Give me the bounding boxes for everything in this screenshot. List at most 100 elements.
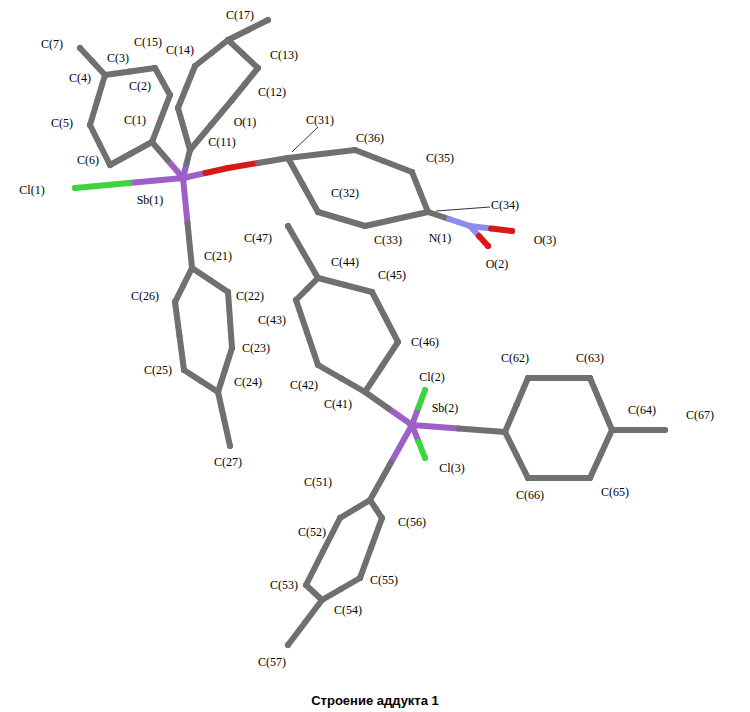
atom xyxy=(265,17,271,23)
bond xyxy=(528,475,559,481)
atom-label: C(26) xyxy=(130,290,160,302)
atom xyxy=(662,427,668,433)
atom-label: O(2) xyxy=(485,258,510,270)
atom-label: C(14) xyxy=(165,44,195,56)
atom-label: C(55) xyxy=(369,574,399,586)
bond xyxy=(218,370,225,392)
atom xyxy=(362,223,368,229)
bond xyxy=(248,20,268,30)
atom xyxy=(149,139,155,145)
bond xyxy=(559,475,590,481)
atom-label: C(15) xyxy=(133,36,163,48)
atom xyxy=(369,289,375,295)
atom-label: C(4) xyxy=(68,72,92,84)
atom xyxy=(87,122,93,128)
bond xyxy=(228,30,248,40)
atom xyxy=(167,92,173,98)
atom-label: C(56) xyxy=(397,516,427,528)
atom xyxy=(395,339,401,345)
bond xyxy=(210,280,228,292)
atom xyxy=(225,37,231,43)
atom xyxy=(102,72,108,78)
atom-label: C(33) xyxy=(373,234,403,246)
bond xyxy=(129,178,183,183)
bond xyxy=(288,226,303,252)
atom-label: C(25) xyxy=(143,364,173,376)
bond xyxy=(470,226,491,229)
atom-label: C(34) xyxy=(490,199,520,211)
atom xyxy=(315,209,321,215)
bond xyxy=(322,150,356,154)
atom-label: C(2) xyxy=(128,80,152,92)
atom xyxy=(352,147,358,153)
bond xyxy=(397,212,429,219)
bond xyxy=(412,172,420,192)
atom-label: C(45) xyxy=(377,269,407,281)
atom xyxy=(215,389,221,395)
bond xyxy=(517,378,529,405)
atom-label: C(47) xyxy=(243,232,273,244)
bond xyxy=(296,300,307,333)
atom-label: Cl(3) xyxy=(438,462,465,474)
atom-label: C(63) xyxy=(575,352,605,364)
atom xyxy=(172,299,178,305)
bond xyxy=(245,68,258,84)
atom xyxy=(225,165,231,171)
bond xyxy=(384,161,413,172)
atom-label: C(7) xyxy=(40,38,64,50)
bond xyxy=(365,367,382,392)
atom xyxy=(152,65,158,71)
bond xyxy=(90,100,98,125)
atom-label: C(46) xyxy=(410,336,440,348)
bond xyxy=(385,317,398,342)
atom-label: Sb(2) xyxy=(431,402,460,414)
atom xyxy=(319,597,325,603)
bond xyxy=(528,375,559,381)
atom xyxy=(587,475,593,481)
atom xyxy=(229,97,235,103)
atom-label: C(35) xyxy=(425,152,455,164)
atom xyxy=(179,174,188,183)
bond xyxy=(559,375,590,381)
atom xyxy=(525,375,531,381)
atom-label: C(31) xyxy=(305,114,335,126)
bond xyxy=(228,163,258,168)
atom xyxy=(422,455,428,461)
atom-label: O(3) xyxy=(533,234,558,246)
bond xyxy=(372,292,385,317)
atom-label: C(65) xyxy=(600,486,630,498)
atom xyxy=(525,475,531,481)
atom-label: C(6) xyxy=(76,154,100,166)
atom xyxy=(502,429,508,435)
atom-label: C(3) xyxy=(106,52,130,64)
bond xyxy=(152,142,168,160)
atom xyxy=(315,362,321,368)
bond xyxy=(601,404,612,430)
bond xyxy=(175,302,180,336)
atom-label: C(12) xyxy=(257,86,287,98)
bond xyxy=(491,229,512,232)
bond xyxy=(639,427,666,433)
atom-label: Cl(1) xyxy=(18,184,45,196)
atom xyxy=(609,427,615,433)
atom xyxy=(303,582,309,588)
bond xyxy=(459,429,506,433)
atom-label: C(5) xyxy=(50,117,74,129)
bond xyxy=(187,66,196,87)
atom-label: C(41) xyxy=(323,398,353,410)
bond xyxy=(322,589,341,600)
atom-label: C(53) xyxy=(269,579,299,591)
bond xyxy=(412,425,459,429)
bond xyxy=(192,268,210,280)
atom-label: C(17) xyxy=(225,9,255,21)
atom xyxy=(229,345,235,351)
bond xyxy=(98,75,106,100)
atom xyxy=(425,209,431,215)
bond xyxy=(230,320,232,348)
atom xyxy=(187,147,193,153)
bond xyxy=(178,108,184,129)
bond xyxy=(161,95,170,119)
atom-label: C(67) xyxy=(685,409,715,421)
atom xyxy=(189,265,195,271)
atom-label: C(32) xyxy=(330,187,360,199)
